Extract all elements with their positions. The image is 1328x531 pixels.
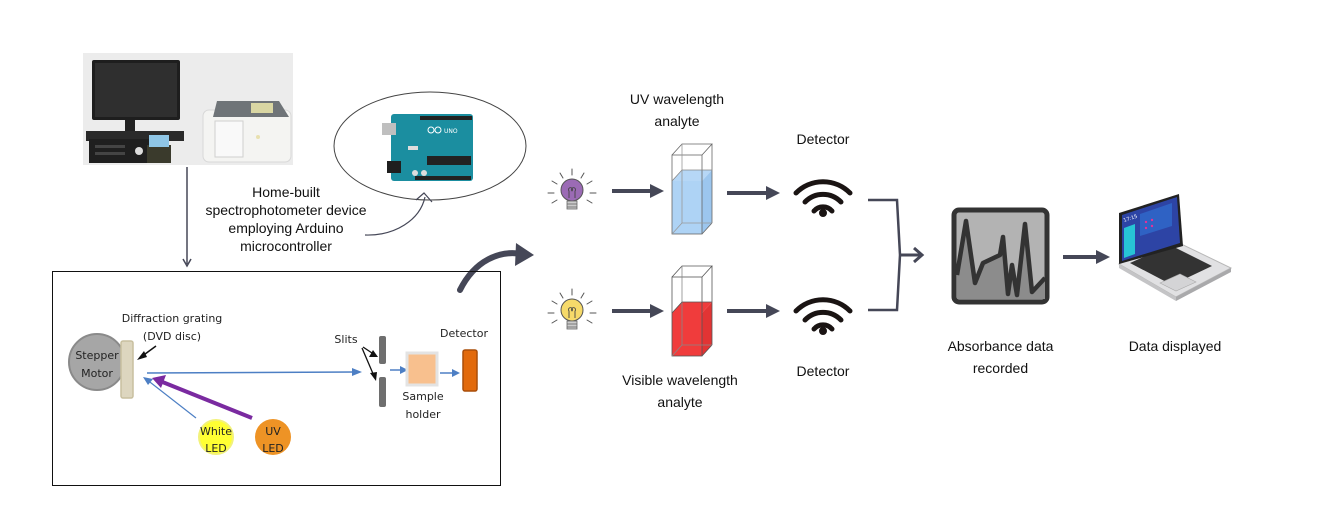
white-led-label-line2: LED [205,442,227,455]
laptop-screen-time: 17:15 [1123,214,1139,224]
arduino-board-label: UNO [444,128,458,135]
uv-analyte-label-line2: analyte [654,113,700,129]
visible-analyte-cuvette [671,265,713,357]
stepper-motor-label: Stepper Motor [69,347,125,383]
arduino-caption-line2: spectrophotometer device [205,202,367,218]
white-led-beam [145,378,197,419]
arduino-caption-line3: employing Arduino [228,220,344,236]
slit-top [379,336,386,364]
schematic-detector [462,349,478,392]
sample-holder-label-line2: holder [405,408,441,421]
visible-analyte-label-line1: Visible wavelength [622,372,738,388]
uv-led-label: UV LED [253,423,293,457]
caption-to-arduino-arrow [364,196,426,236]
white-led [198,419,234,455]
white-led-label-line1: White [200,425,232,438]
arduino-uno-board: UNO [382,114,473,181]
uv-led-label-line1: UV [265,425,281,438]
visible-detector-label: Detector [796,363,850,379]
absorbance-label: Absorbance data recorded [928,335,1073,379]
uv-analyte-label-line1: UV wavelength [629,91,725,107]
uv-detector-signal-icon [793,179,853,217]
uv-led-beam [159,379,253,420]
slits-label: Slits [334,333,358,346]
visible-detector-signal-icon [793,297,853,335]
arduino-caption: Home-built spectrophotometer device empl… [196,183,376,255]
grating-label-line2: (DVD disc) [142,330,202,343]
stepper-motor-label-line1: Stepper [75,349,119,362]
photo-drawing [86,60,292,163]
absorbance-label-line2: recorded [972,360,1029,376]
white-led-label: White LED [196,423,236,457]
uv-led-label-line2: LED [262,442,284,455]
sample-holder-label-line1: Sample [402,390,444,403]
stepper-motor-label-line2: Motor [81,367,113,380]
data-displayed-label: Data displayed [1128,338,1222,354]
diffraction-grating [120,340,134,399]
cuvette-holder [147,145,171,163]
diffracted-beam [146,371,356,374]
grating-label: Diffraction grating (DVD disc) [117,310,227,346]
uv-analyte-cuvette [671,143,713,235]
line-chart-icon [951,207,1050,305]
uv-detector-label: Detector [796,131,850,147]
uv-analyte-label: UV wavelength analyte [617,88,737,132]
spectrophotometer-schematic [52,271,501,486]
grating-label-line1: Diffraction grating [121,312,223,325]
keyboard [86,131,184,141]
commercial-spectrophotometer-photo [83,53,293,165]
absorbance-label-line1: Absorbance data [947,338,1054,354]
laptop-icon: 17:15 [1117,194,1233,301]
schematic-to-sources-arrow [457,250,525,293]
visible-analyte-label-line2: analyte [657,394,703,410]
visible-analyte-label: Visible wavelength analyte [610,369,750,413]
sample-holder-label: Sample holder [395,388,451,424]
sample-holder [405,351,439,387]
purple-light-bulb-icon [547,168,597,210]
arduino-caption-line4: microcontroller [240,238,332,254]
yellow-light-bulb-icon [547,288,597,330]
uv-led [255,419,291,455]
slit-bottom [379,377,386,407]
arduino-caption-line1: Home-built [252,184,320,200]
schematic-detector-label: Detector [440,327,488,340]
